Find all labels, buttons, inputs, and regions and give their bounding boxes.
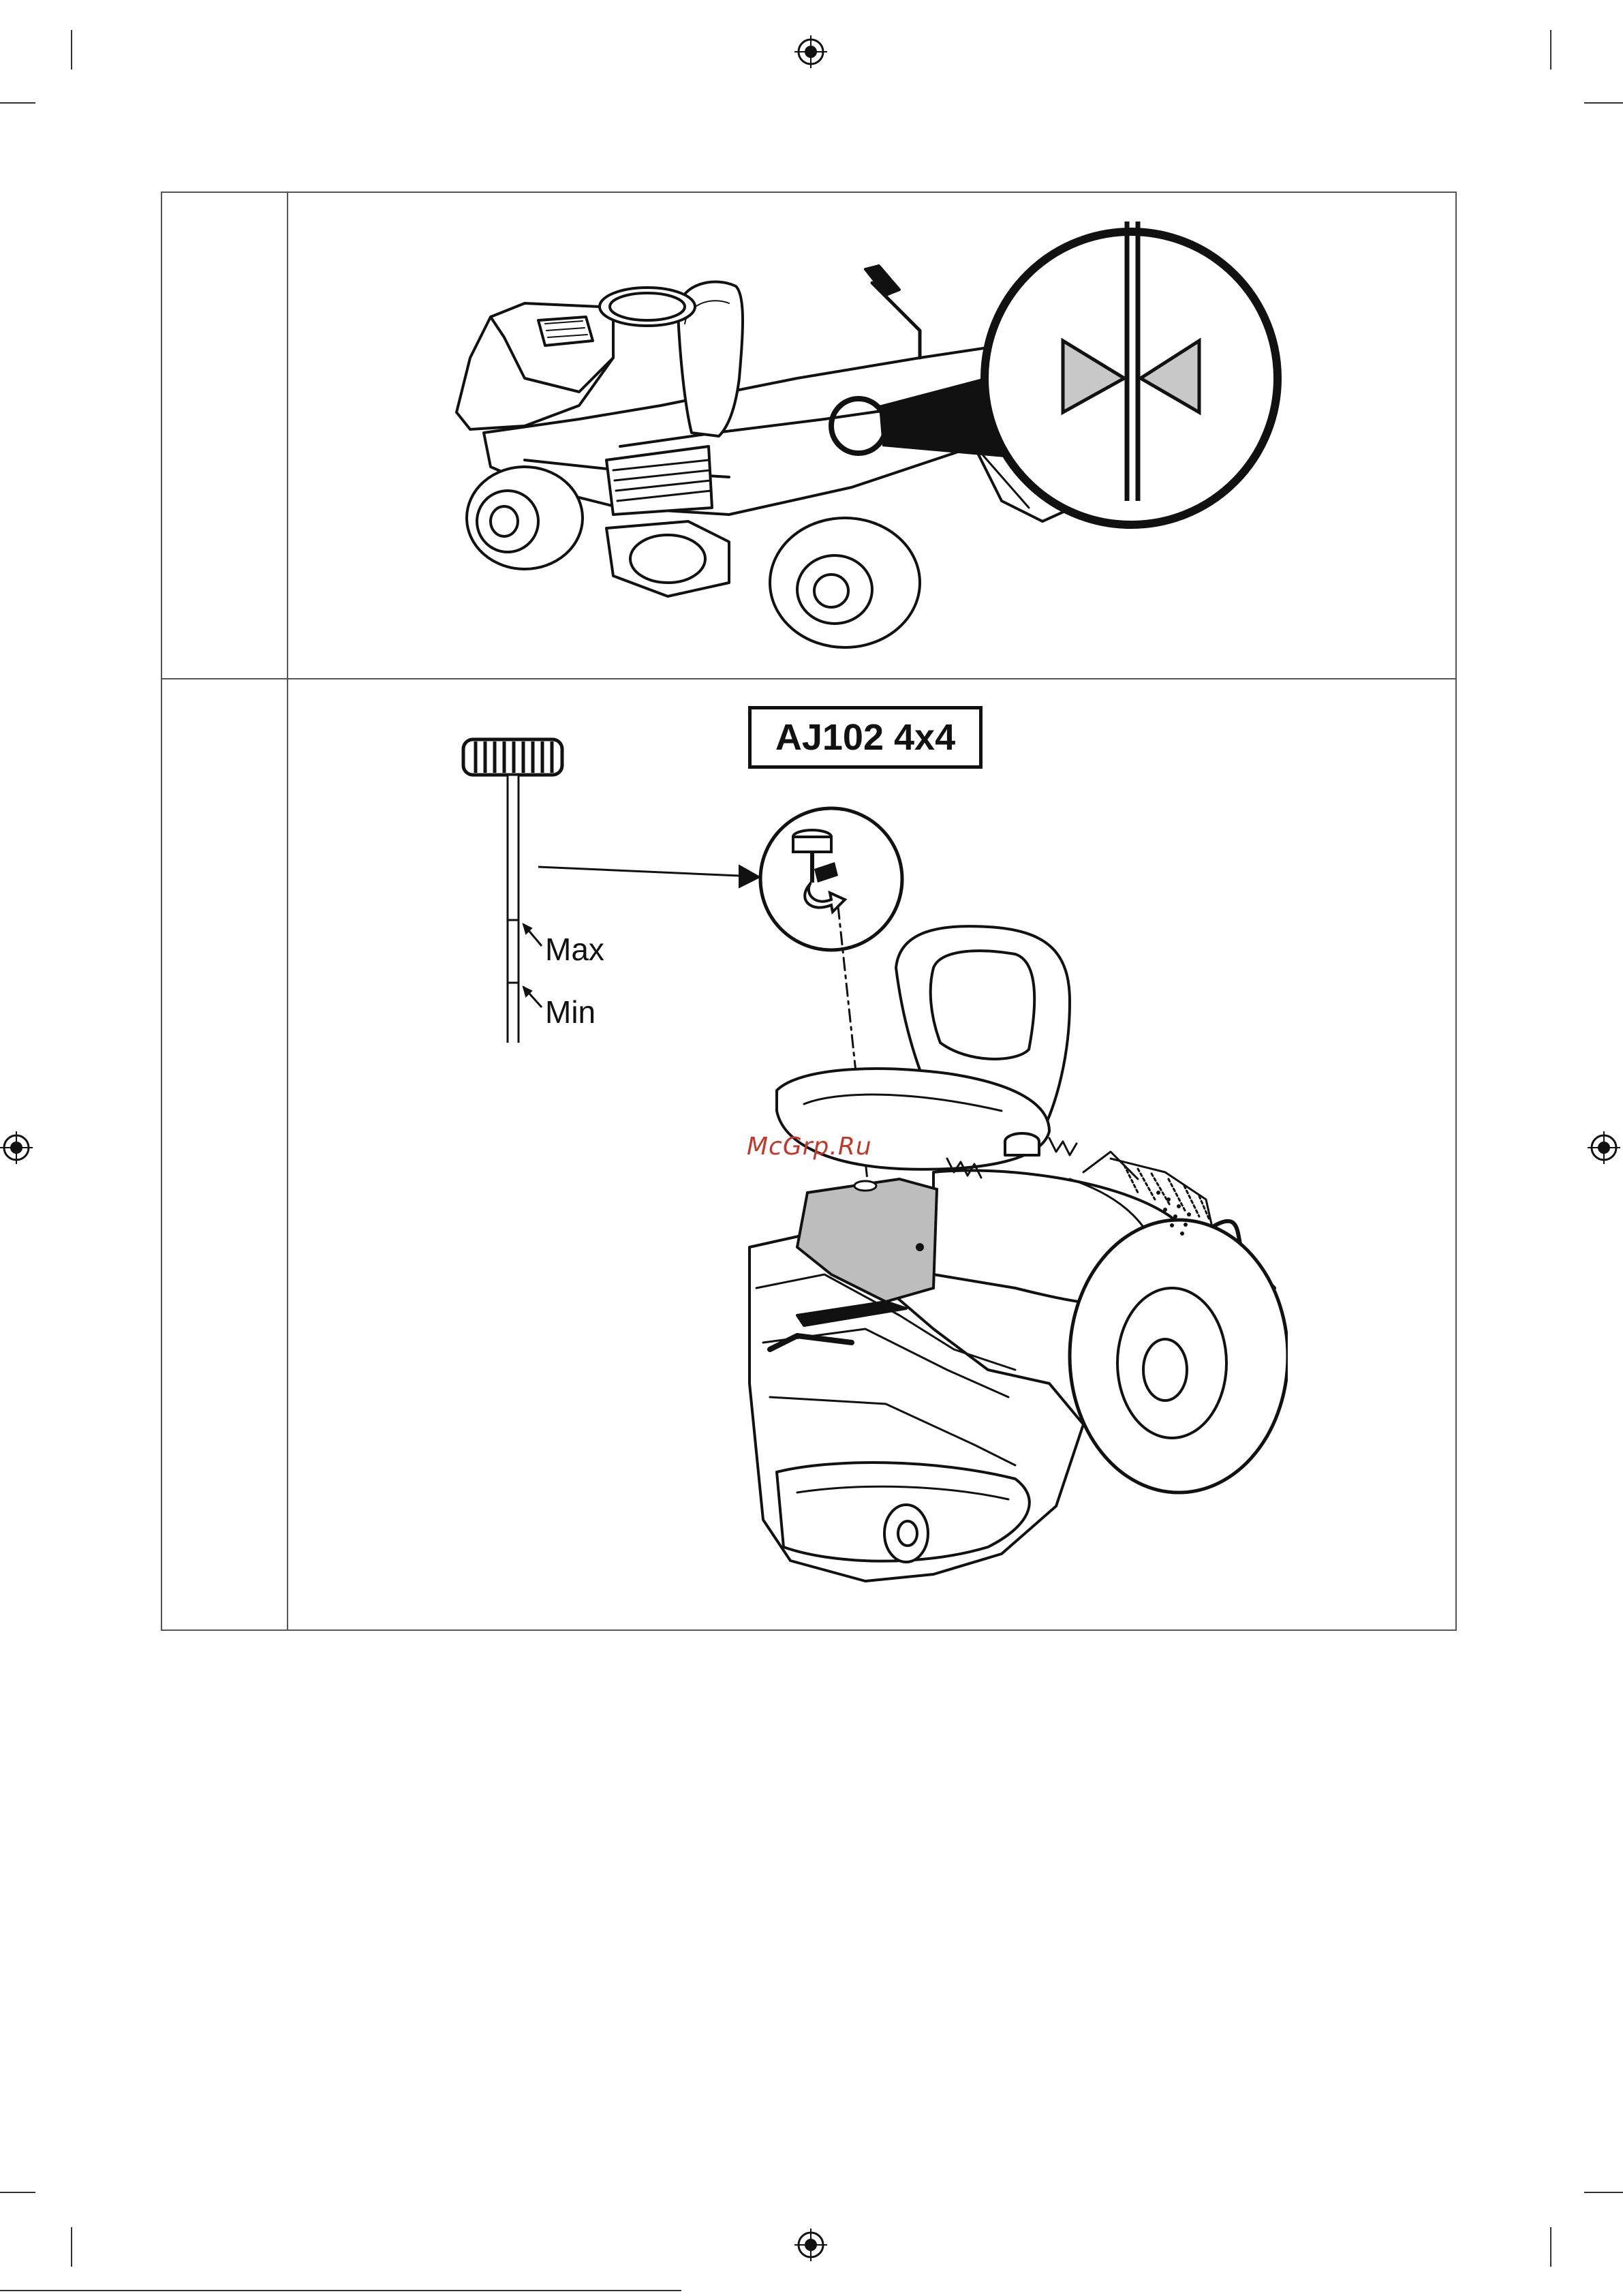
crop-mark xyxy=(0,2192,35,2193)
model-label: AJ102 4x4 xyxy=(775,716,955,759)
registration-mark-icon xyxy=(794,35,827,68)
crop-mark xyxy=(1550,2227,1551,2267)
row-divider xyxy=(162,678,1455,679)
watermark: McGrp.Ru xyxy=(747,1133,872,1161)
column-divider xyxy=(287,193,288,1629)
registration-mark-icon xyxy=(794,2229,827,2261)
crop-mark xyxy=(1584,2192,1623,2193)
crop-mark xyxy=(71,2227,72,2267)
crop-mark xyxy=(1584,102,1623,104)
tractor-rear-illustration xyxy=(443,201,1301,671)
crop-mark xyxy=(71,30,72,70)
registration-mark-icon xyxy=(0,1131,33,1164)
crop-mark xyxy=(1550,30,1551,70)
registration-mark-icon xyxy=(1588,1131,1620,1164)
footer-rule xyxy=(0,2290,681,2291)
dipstick-min-label: Min xyxy=(545,994,596,1030)
tractor-side-illustration xyxy=(729,906,1288,1629)
dipstick-max-label: Max xyxy=(545,931,604,968)
crop-mark xyxy=(0,102,35,104)
